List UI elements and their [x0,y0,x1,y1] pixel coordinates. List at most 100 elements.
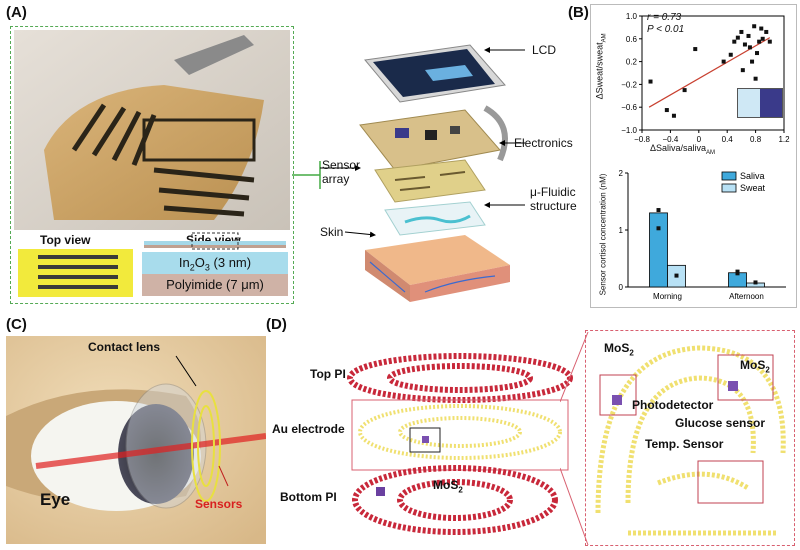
legend-label-saliva: Saliva [740,171,765,181]
scatter-ylabel: ΔSweat/sweatAM [595,21,608,111]
scatter-ytick-label: 1.0 [626,12,638,21]
scatter-ytick-label: −1.0 [621,126,637,135]
bar-saliva [649,212,668,288]
panel-a-photo-frame [10,26,294,304]
bar-data-point [656,208,661,213]
scatter-point [752,24,757,29]
scatter-xtick-label: 0.4 [722,135,734,144]
temp-sensor-label: Temp. Sensor [645,437,724,451]
connector-bracket [292,161,321,189]
in2o3-sub2: 3 [204,262,210,273]
scatter-point [671,113,676,118]
mos2-zr-main: MoS [740,358,766,372]
scatter-point [753,76,758,81]
scatter-ytick-label: −0.2 [621,80,637,89]
fluidic-line1: μ-Fluidic [530,185,576,199]
device-photo [14,30,290,230]
bar-data-point [735,271,740,276]
scatter-point [747,45,752,50]
scatter-xtick-label: −0.8 [634,135,650,144]
bottom-pi-label: Bottom PI [280,490,337,504]
scatter-xlabel-sub: AM [706,149,716,156]
scatter-point [648,79,653,84]
glucose-sensor-label: Glucose sensor [675,416,766,430]
eye-illustration [6,336,266,544]
in2o3-thickness: (3 nm) [209,255,252,270]
scatter-point [759,26,764,31]
scatter-ytick-label: −0.6 [621,103,637,112]
top-view-label: Top view [40,233,91,247]
scatter-xtick-label: 1.2 [778,135,790,144]
scatter-xtick-label: 0 [697,135,702,144]
bar-ylabel: Sensor cortisol concentration (nM) [598,173,608,296]
side-view-dashed-box [144,232,286,250]
legend-swatch-sweat [721,183,737,193]
panel-c-label: (C) [6,316,27,333]
scatter-point [693,47,698,52]
fluidic-label: μ-Fluidic structure [530,185,577,213]
scatter-axes-box [641,15,785,131]
mos2-left-main: MoS [433,478,459,492]
scatter-xlabel-main: ΔSaliva/saliva [650,143,707,153]
bar-data-point [656,226,661,231]
zoom-frame [585,330,795,546]
scatter-point [757,39,762,44]
sensor-array-line1: Sensor [322,158,361,172]
layer-polyimide: Polyimide (7 μm) [142,274,288,296]
scatter-point [739,29,744,34]
scatter-point [732,39,737,44]
sensor-array-label: Sensor array [322,158,360,186]
scatter-point [740,68,745,73]
scatter-point [746,33,751,38]
layer-in2o3: In2O3 (3 nm) [142,252,288,274]
bar-category-label: Morning [653,292,682,301]
scatter-xtick-label: −0.4 [663,135,679,144]
exploded-stack-diagram [359,44,510,302]
sensor-array-line2: array [322,172,350,186]
scatter-point [721,59,726,64]
scatter-annot-p: P < 0.01 [647,24,685,35]
legend-swatch-saliva [721,171,737,181]
eye-label: Eye [40,490,71,509]
scatter-point [764,29,769,34]
electronics-label: Electronics [514,136,573,150]
bar-ytick-label: 0 [619,283,624,292]
photodetector-label: Photodetector [632,398,714,412]
top-pi-label: Top PI [310,367,346,381]
in2o3-sub1: 2 [189,262,195,273]
in2o3-rest: O [194,255,205,270]
scatter-point [742,42,747,47]
bar-ytick-label: 2 [619,169,624,178]
scatter-point [682,88,687,93]
mos2-label-left: MoS2 [433,478,463,494]
lcd-label: LCD [532,43,557,57]
scatter-ylabel-main: ΔSweat/sweat [594,42,605,100]
panel-d-label: (D) [266,316,287,333]
panel-a-label: (A) [6,4,27,21]
scatter-point [760,36,765,41]
skin-label: Skin [320,225,344,239]
zoom-lines [560,331,589,546]
scatter-point [750,59,755,64]
stack-arrows [320,47,525,238]
mos2-left-sub: 2 [458,485,463,495]
au-electrode-label: Au electrode [272,422,345,436]
scatter-point [728,52,733,57]
zoomed-electrode [595,345,786,536]
mos2-zl-main: MoS [604,341,630,355]
scatter-annot-r: r = 0.73 [647,12,682,23]
scatter-ytick-label: 0.2 [626,58,638,67]
scatter-point [664,108,669,113]
bar-ytick-label: 1 [619,226,624,235]
layer-stack-diagram [347,353,573,535]
bar-category-label: Afternoon [729,292,764,301]
scatter-ylabel-sub: AM [601,33,608,43]
mos2-zl-sub: 2 [629,348,634,358]
scatter-xlabel: ΔSaliva/salivaAM [650,143,715,156]
scatter-point [735,35,740,40]
legend-label-sweat: Sweat [740,183,766,193]
scatter-xtick-label: 0.8 [750,135,762,144]
bar-data-point [674,273,679,278]
